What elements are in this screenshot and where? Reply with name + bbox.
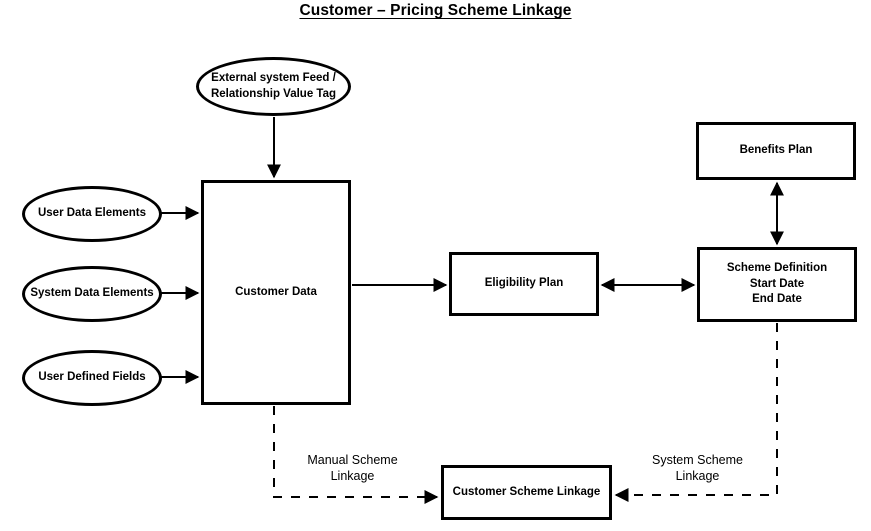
node-user-data-elements[interactable]: User Data Elements [22,186,162,242]
page-title-text: Customer – Pricing Scheme Linkage [299,2,572,19]
node-system-data-elements-label: System Data Elements [30,287,154,300]
node-eligibility-plan-label: Eligibility Plan [484,277,564,290]
node-customer-data-label: Customer Data [235,285,317,298]
node-benefits-plan[interactable]: Benefits Plan [696,122,856,180]
edge-label-system-scheme-linkage: System Scheme Linkage [651,453,743,483]
node-customer-scheme-linkage[interactable]: Customer Scheme Linkage [441,465,612,520]
node-external-system-feed[interactable]: External system Feed / Relationship Valu… [196,57,351,116]
node-customer-data[interactable]: Customer Data [201,180,351,405]
edge-label-manual-scheme-linkage: Manual Scheme Linkage [307,453,398,483]
node-system-data-elements[interactable]: System Data Elements [22,266,162,322]
node-scheme-definition-label: Scheme Definition Start Date End Date [726,262,828,306]
page-title: Customer – Pricing Scheme Linkage [0,0,871,20]
node-eligibility-plan[interactable]: Eligibility Plan [449,252,599,316]
node-benefits-plan-label: Benefits Plan [739,144,813,157]
node-external-system-feed-label: External system Feed / Relationship Valu… [210,71,337,100]
node-user-defined-fields-label: User Defined Fields [38,371,146,384]
node-customer-scheme-linkage-label: Customer Scheme Linkage [452,485,601,498]
node-user-defined-fields[interactable]: User Defined Fields [22,350,162,406]
node-user-data-elements-label: User Data Elements [37,207,147,220]
node-scheme-definition[interactable]: Scheme Definition Start Date End Date [697,247,857,322]
